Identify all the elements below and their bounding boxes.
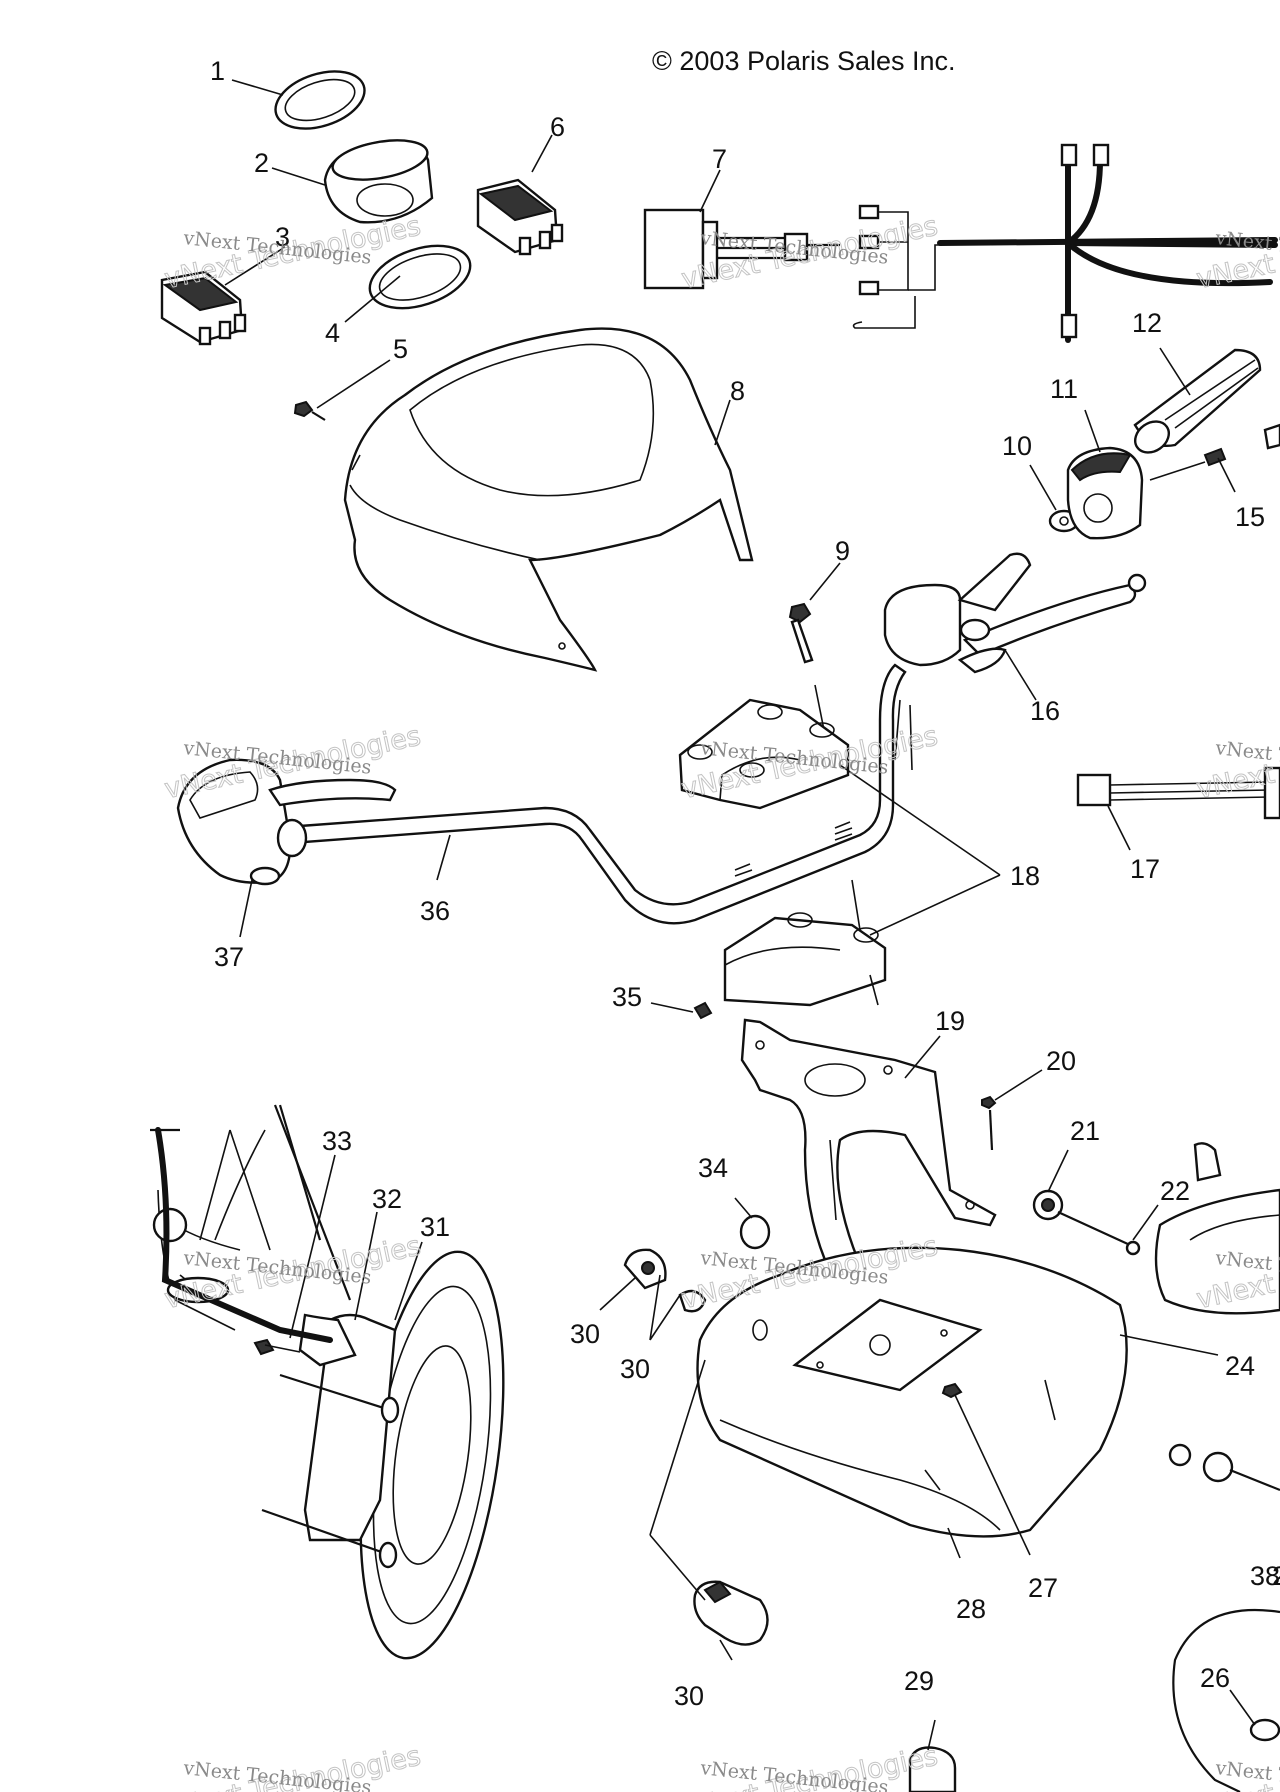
watermark: vNext Technologies vNext Technologies (1193, 1740, 1280, 1792)
part-brake-disc-assembly (150, 1104, 505, 1660)
callout: 2 (254, 148, 269, 178)
callout: 15 (1235, 502, 1265, 532)
callout: 30 (620, 1354, 650, 1384)
callout: 1 (210, 56, 225, 86)
callout: 31 (420, 1212, 450, 1242)
leader-lines (224, 79, 1256, 1751)
callout: 29 (904, 1666, 934, 1696)
part-screw-20 (981, 1095, 997, 1151)
part-bulb-detail-26 (1172, 1608, 1280, 1792)
callout: 22 (1160, 1176, 1190, 1206)
part-headlamp (1154, 1142, 1280, 1315)
part-handlebar (298, 663, 913, 925)
callout: 9 (835, 536, 850, 566)
callout: 8 (730, 376, 745, 406)
callout: 37 (214, 942, 244, 972)
part-regulator-6 (476, 178, 564, 256)
part-bulb-socket-31 (623, 1248, 707, 1313)
callout: 2 (1272, 1561, 1280, 1591)
part-regulator-3 (160, 270, 247, 346)
callout: 33 (322, 1126, 352, 1156)
part-grommet-35 (739, 1214, 771, 1250)
part-handlebar-clamp-upper (678, 698, 850, 810)
callout: 17 (1130, 854, 1160, 884)
part-handlebar-clamp-lower (723, 879, 887, 1007)
callout: 18 (1010, 861, 1040, 891)
part-pod-base (696, 1246, 1128, 1538)
callout: 32 (372, 1184, 402, 1214)
part-wiring-harness (852, 143, 1278, 343)
part-bezel-ring-inner (284, 78, 356, 122)
callout: 38 (1250, 1561, 1280, 1591)
callout-numbers: 1 2 3 4 5 6 7 8 9 10 11 12 15 16 17 18 1… (210, 56, 1280, 1711)
part-control-box (643, 208, 840, 290)
part-clip-29 (908, 1746, 957, 1792)
callout: 5 (393, 334, 408, 364)
part-connector-17 (1076, 766, 1280, 820)
part-seal-ring (368, 244, 472, 310)
part-adjuster-knob (1032, 1189, 1141, 1256)
part-bulb-socket-30-lower (693, 1580, 769, 1646)
callout: 6 (550, 112, 565, 142)
callout: 26 (1200, 1663, 1230, 1693)
parts-drawing (150, 70, 1280, 1792)
part-pod-housing (343, 327, 754, 672)
part-switch-grip-assembly (1048, 348, 1280, 540)
part-clip-36 (693, 1001, 713, 1020)
copyright-notice: © 2003 Polaris Sales Inc. (652, 46, 956, 76)
callout: 34 (698, 1153, 728, 1183)
callout: 19 (935, 1006, 965, 1036)
callout: 27 (1028, 1573, 1058, 1603)
part-screw-5 (293, 400, 326, 421)
callout: 12 (1132, 308, 1162, 338)
part-mounting-bracket (740, 1018, 997, 1292)
callout: 21 (1070, 1116, 1100, 1146)
callout: 36 (420, 896, 450, 926)
callout: 35 (612, 982, 642, 1012)
callout: 4 (325, 318, 340, 348)
watermark: vNext Technologies vNext Technologies (161, 1740, 424, 1792)
callout: 30 (570, 1319, 600, 1349)
callout: 3 (275, 222, 290, 252)
callout: 16 (1030, 696, 1060, 726)
part-bezel-ring (274, 70, 366, 130)
part-brake-lever-assembly (883, 552, 1147, 674)
callout: 10 (1002, 431, 1032, 461)
callout: 24 (1225, 1351, 1255, 1381)
part-adjuster-bolt (1168, 1443, 1280, 1492)
part-throttle-housing (176, 758, 397, 886)
callout: 7 (712, 144, 727, 174)
watermark: vNext Technologies vNext Technologies (678, 1740, 941, 1792)
callout: 11 (1050, 374, 1078, 404)
watermark: vNext Technologies vNext Technologies (161, 1230, 424, 1316)
callout: 28 (956, 1594, 986, 1624)
part-nut-27 (941, 1382, 963, 1399)
callout: 30 (674, 1681, 704, 1711)
callout: 20 (1046, 1046, 1076, 1076)
